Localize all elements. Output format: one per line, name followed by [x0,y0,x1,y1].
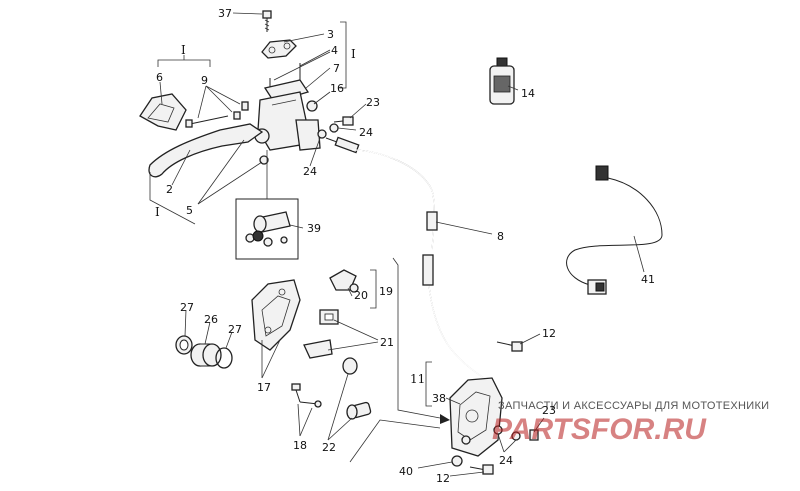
brake-hose-8 [351,149,435,251]
callout-19: 19 [379,285,393,298]
assembly-arrow-b [349,419,441,463]
spring-21b [303,339,333,359]
callout-21: 21 [380,336,394,349]
callout-23-bottom: 23 [542,404,556,417]
callout-39: 39 [307,222,321,235]
bolt-12-top [496,341,523,352]
callout-37: 37 [218,7,232,20]
callout-4: 4 [331,44,338,57]
callout-I-top: I [351,47,356,61]
sleeve-22b [346,401,372,420]
callout-27b: 27 [228,323,242,336]
callout-12-top: 12 [542,327,556,340]
callout-24-bottom: 24 [499,454,513,467]
callout-20: 20 [354,289,368,302]
assembly-arrow-a [392,257,441,419]
callout-40: 40 [399,465,413,478]
bolt-23-bottom [529,429,539,441]
piston-kit-39 [235,198,299,260]
callout-14: 14 [521,87,535,100]
callout-11: 11 [410,372,425,386]
watermark: ЗАПЧАСТИ И АКСЕССУАРЫ ДЛЯ МОТОТЕХНИКИ PA… [492,400,769,446]
callout-17: 17 [257,381,271,394]
washer-24a [317,129,327,139]
callout-5: 5 [186,204,193,217]
callout-I-group: I [181,43,186,57]
lever-support-6 [139,93,187,131]
callout-24-mid: 24 [303,165,317,178]
callout-12-bottom: 12 [436,472,450,485]
callout-23-top: 23 [366,96,380,109]
watermark-subtitle: ЗАПЧАСТИ И АКСЕССУАРЫ ДЛЯ МОТОТЕХНИКИ [498,400,769,412]
seal-27b [215,347,233,369]
callout-16: 16 [330,82,344,95]
callout-41: 41 [641,273,655,286]
pad-bracket-17 [251,279,301,351]
brake-caliper-38 [449,377,503,457]
screw-9 [189,115,229,125]
callout-labels: 37 3 4 I 7 I 6 9 16 23 24 24 14 2 I 5 39… [155,7,655,485]
bolt-20 [329,269,359,293]
banjo-fitting [334,136,360,154]
callout-6: 6 [156,71,163,84]
callout-2: 2 [166,183,173,196]
clamp-3 [261,39,297,59]
bolt-37 [262,10,272,32]
callout-18: 18 [293,439,307,452]
sleeve-22a [342,357,358,375]
master-cylinder-body [254,91,321,151]
bolt-12-bottom [469,464,494,475]
washer-40 [451,455,463,467]
watermark-brand: PARTSFOR.RU [492,413,707,446]
leader-lines [159,12,645,477]
bolt-23-top [333,116,354,126]
brake-fluid-bottle-14 [489,57,515,105]
pin-18 [291,383,322,408]
callout-3: 3 [327,28,334,41]
callout-38: 38 [432,392,446,405]
callout-9: 9 [201,74,208,87]
brake-lever-2 [148,123,264,178]
callout-26: 26 [204,313,218,326]
bushing-9 [241,101,249,111]
callout-7: 7 [333,62,340,75]
washer-24b [329,123,339,133]
switch-cable-41 [566,165,663,295]
callout-27a: 27 [180,301,194,314]
callout-I-left: I [155,205,160,219]
callout-24-top: 24 [359,126,373,139]
callout-22: 22 [322,441,336,454]
callout-8: 8 [497,230,504,243]
